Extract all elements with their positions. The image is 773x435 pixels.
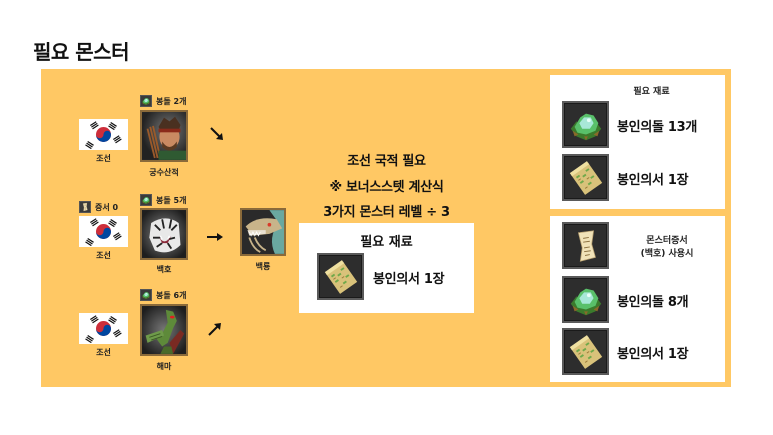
nation-flag-korea (79, 119, 128, 150)
material-label: 봉인의서 1장 (373, 272, 445, 287)
material-label: 봉인의돌 13개 (617, 120, 698, 135)
arrow-right-icon (206, 228, 224, 246)
nation-label: 조선 (96, 154, 111, 163)
monster-portrait-archer-bandit (140, 110, 188, 162)
badge-label: 봉돌 5개 (156, 195, 187, 205)
material-label: 봉인의서 1장 (617, 173, 689, 188)
seal-stone-badge: 봉돌 6개 (140, 289, 186, 301)
seal-stone-icon (562, 101, 609, 148)
korea-flag-icon (79, 119, 128, 150)
badge-label: 봉돌 6개 (156, 290, 187, 300)
bonus-stat-formula-label: ※ 보너스스텟 계산식 (329, 180, 444, 195)
page-title: 필요 몬스터 (33, 40, 129, 64)
nationality-requirement: 조선 국적 필요 (347, 154, 426, 169)
badge-label: 봉돌 2개 (156, 96, 187, 106)
nation-flag-korea (79, 313, 128, 344)
archer-bandit-icon (142, 112, 186, 160)
certificate-title: 몬스터증서 (646, 236, 688, 246)
seal-stone-badge: 봉돌 5개 (140, 194, 186, 206)
materials-title: 필요 재료 (360, 235, 413, 250)
korea-flag-icon (79, 216, 128, 247)
arrow-down-right-icon (208, 125, 226, 143)
monster-portrait-white-tiger (140, 208, 188, 260)
korea-flag-icon (79, 313, 128, 344)
arrow-up-right-icon (206, 320, 224, 338)
certificate-icon (79, 201, 91, 213)
certificate-badge: 증서 0 (79, 201, 118, 213)
materials-title: 필요 재료 (633, 87, 670, 97)
result-monster-name: 백룡 (255, 262, 271, 271)
white-dragon-icon (242, 210, 284, 254)
bonus-stat-formula: 3가지 몬스터 레벨 ÷ 3 (323, 205, 450, 220)
material-label: 봉인의돌 8개 (617, 295, 689, 310)
nation-label: 조선 (96, 251, 111, 260)
white-tiger-icon (142, 210, 186, 258)
monster-name: 궁수산적 (149, 168, 179, 177)
haema-icon (142, 306, 186, 354)
seal-scroll-icon (317, 253, 364, 300)
seal-scroll-icon (562, 328, 609, 375)
seal-stone-icon (140, 194, 152, 206)
monster-name: 해마 (156, 362, 172, 371)
seal-stone-icon (562, 276, 609, 323)
seal-stone-icon (140, 289, 152, 301)
nation-label: 조선 (96, 348, 111, 357)
nation-flag-korea (79, 216, 128, 247)
certificate-subtitle: (백호) 사용시 (640, 249, 694, 259)
seal-stone-icon (140, 95, 152, 107)
monster-portrait-haema (140, 304, 188, 356)
seal-scroll-icon (562, 154, 609, 201)
badge-label: 증서 0 (95, 202, 119, 212)
material-label: 봉인의서 1장 (617, 347, 689, 362)
seal-stone-badge: 봉돌 2개 (140, 95, 186, 107)
monster-name: 백호 (156, 265, 172, 274)
monster-portrait-white-dragon (240, 208, 286, 256)
certificate-icon (562, 222, 609, 269)
